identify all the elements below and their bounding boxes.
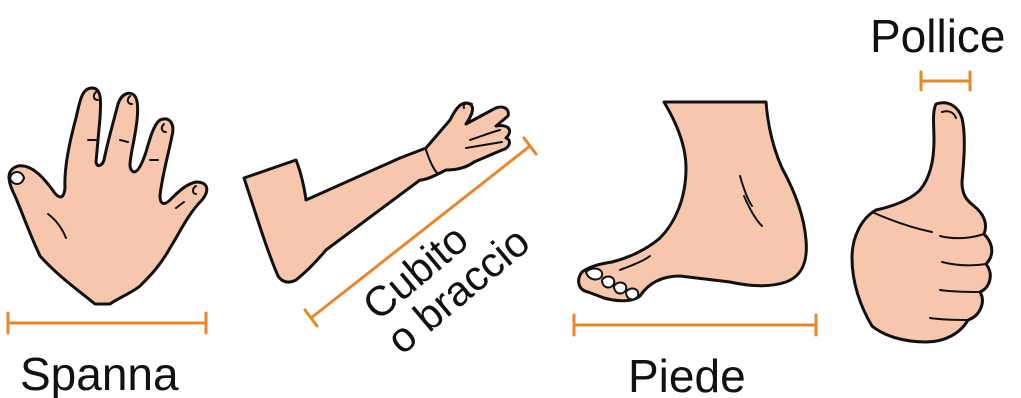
spread-hand-illustration xyxy=(9,88,207,304)
piede-measure-bar xyxy=(574,315,816,335)
thumbs-up-illustration xyxy=(852,103,992,342)
spanna-label: Spanna xyxy=(20,348,179,398)
piede-label: Piede xyxy=(628,350,746,398)
spanna-measure-bar xyxy=(8,313,206,333)
pollice-label: Pollice xyxy=(870,10,1006,62)
foot-illustration xyxy=(579,102,807,301)
pollice-measure-bar xyxy=(921,72,970,90)
